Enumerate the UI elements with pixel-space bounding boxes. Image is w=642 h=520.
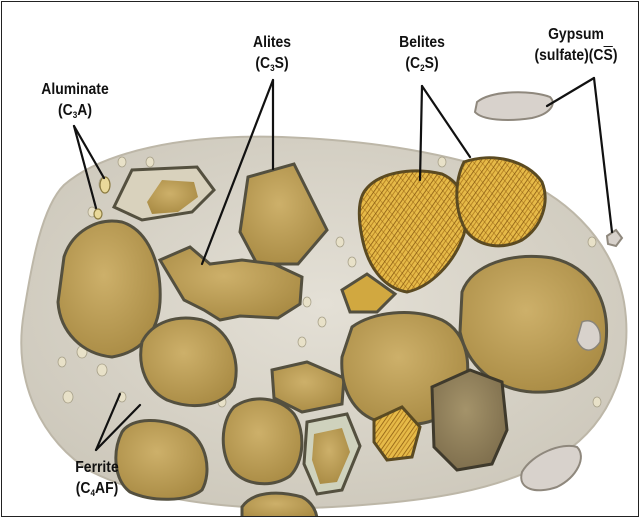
gypsum-large <box>475 92 553 120</box>
label-belites-name: Belites <box>382 32 463 53</box>
leader-gypsum-1 <box>547 78 594 106</box>
label-aluminate: Aluminate (C3A) <box>26 79 125 126</box>
leader-belites-2 <box>422 86 470 157</box>
label-belites-formula: (C2S) <box>382 53 463 79</box>
label-ferrite-name: Ferrite <box>57 457 138 478</box>
label-ferrite-formula: (C4AF) <box>57 478 138 504</box>
grain-mid-left <box>141 318 236 406</box>
grain-right-small <box>577 321 600 350</box>
label-gypsum-formula: (sulfate)(CS) <box>518 45 633 66</box>
label-ferrite: Ferrite (C4AF) <box>57 457 138 504</box>
label-aluminate-name: Aluminate <box>26 79 125 100</box>
label-alites: Alites (C3S) <box>236 32 308 79</box>
label-alites-formula: (C3S) <box>236 53 308 79</box>
grain-bottom-center <box>223 399 302 484</box>
label-gypsum-name: Gypsum <box>518 24 633 45</box>
leader-gypsum-2 <box>594 78 612 232</box>
label-belites: Belites (C2S) <box>382 32 463 79</box>
label-gypsum: Gypsum (sulfate)(CS) <box>518 24 633 66</box>
grain-dark <box>432 370 507 470</box>
label-alites-name: Alites <box>236 32 308 53</box>
label-aluminate-formula: (C3A) <box>26 100 125 126</box>
gypsum-small <box>607 230 622 246</box>
